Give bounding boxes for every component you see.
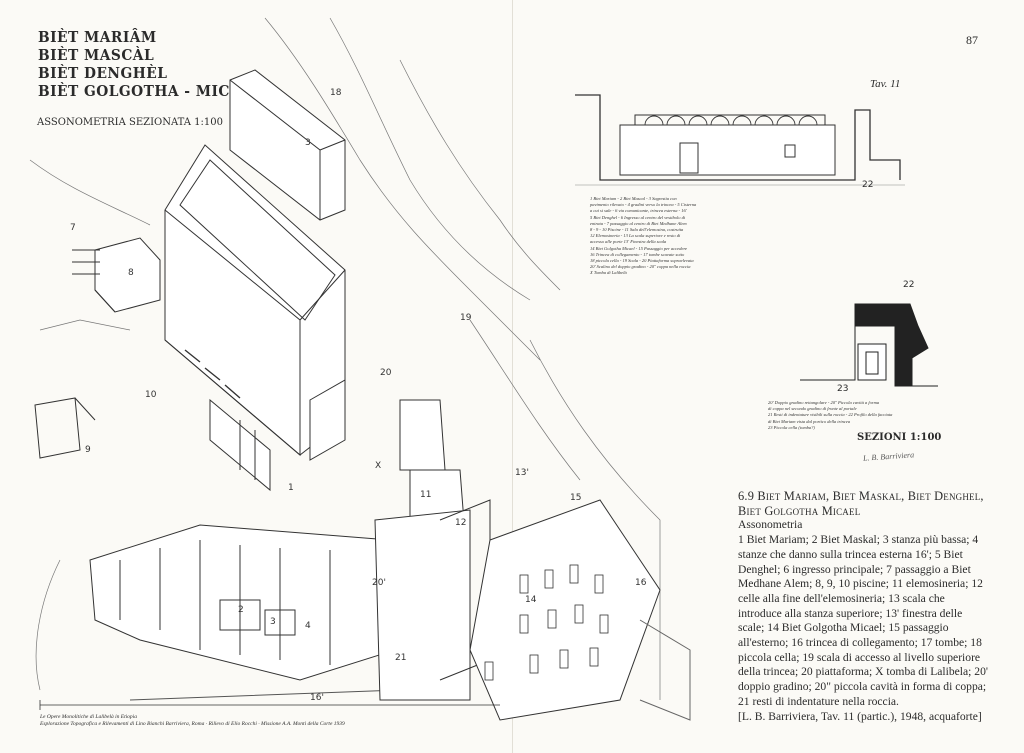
section-23 [800,303,938,387]
plate-label: 20 [380,368,392,378]
elevation-section-22 [575,94,905,186]
legend-line: 18 piccola cella - 19 Scala - 20 Piattaf… [590,258,694,264]
plate-title-line: BIÈT MARIÂM [38,28,157,46]
plate-title-line: BIÈT GOLGOTHA - MICAÈL [38,82,263,100]
biet-mariam-block [164,144,346,492]
plate-label: 4 [305,621,311,631]
caption-title: Biet Mariam, Biet Maskal, Biet Denghel, … [738,489,984,518]
rock-contours [29,17,661,700]
legend-line: 12 Elemosineria - 13 La scala superiore … [590,233,681,239]
plate-label: X [375,461,381,471]
legend-line: 20' Doppio gradino rettangolare - 20" Pi… [768,400,880,405]
plate-label: 1 [288,483,294,493]
plate-labels: 3 1 2 3 4 8 9 10 7 11 12 13' 14 15 16 16… [70,88,647,703]
plate-label: 20' [372,578,386,588]
plate-label: 16' [310,693,324,703]
left-outbuilding [34,397,96,459]
golgotha-complex [374,399,691,721]
section-number: 22 [862,180,874,190]
legend-line: pavimento rilevato - 4 gradini verso la … [590,202,697,208]
plate-label: 15 [570,493,581,503]
biet-maskal-block [229,69,346,221]
plate-label: 3 [305,138,311,148]
caption-heading: 6.9 Biet Mariam, Biet Maskal, Biet Dengh… [738,489,990,518]
plate-label: 16 [635,578,647,588]
figure-caption: 6.9 Biet Mariam, Biet Maskal, Biet Dengh… [738,489,990,724]
side-chapel-block [72,237,161,313]
plate-credit-line: Esplorazione Topografica e Rilevamenti d… [40,721,345,727]
caption-body: 1 Biet Mariam; 2 Biet Maskal; 3 stanza p… [738,533,988,708]
caption-number: 6.9 [738,489,755,503]
plate-label: 13' [515,468,529,478]
plate-label: 7 [70,223,76,233]
legend-line: 16 Trincea di collegamento - 17 tombe sc… [590,251,685,257]
plate-credit-line: Le Opere Monolitiche di Lalibelà in Etio… [40,714,137,720]
legend-line: di coppa nel secondo gradino di fronte a… [768,406,857,412]
legend-line: a cui si sale - 6 via comunicante, trinc… [590,208,687,214]
plate-label: 18 [330,88,342,98]
section-number: 23 [837,384,849,394]
tav-label: Tav. 11 [870,78,901,90]
handwritten-legend: 1 Biet Mariam - 2 Biet Mascal - 3 Sagres… [590,196,696,277]
plate-label: 12 [455,518,466,528]
legend-line: 21 Resti di indentature visibili sulla r… [768,412,893,418]
caption-subheading: Assonometria [738,518,803,532]
handwritten-legend-2: 20' Doppio gradino rettangolare - 20" Pi… [768,400,892,431]
legend-line: 23 Piccola cella (tomba?) [768,424,815,430]
plate-label: 14 [525,595,537,605]
lower-complex [89,524,431,701]
legend-line: 5 Biet Denghel - 6 Ingresso al centro de… [590,214,686,220]
caption-source: [L. B. Barriviera, Tav. 11 (partic.), 19… [738,709,982,723]
plate-label: 11 [420,490,431,500]
plate-label: 21 [395,653,406,663]
plate-label: 3 [270,617,276,627]
plate-title-line: BIÈT MASCÀL [38,46,155,64]
section-number: 22 [903,280,915,290]
legend-line: 14 Biet Golgotha Micael - 15 Passaggio p… [590,245,688,251]
plate-label: 2 [238,605,244,615]
plate-label: 10 [145,390,157,400]
legend-line: entrata - 7 passaggio al centro di Biet … [590,220,687,226]
legend-line: 8 - 9 - 10 Piscine - 11 Sala dell'elemos… [590,227,684,233]
plate-title-line: BIÈT DENGHÈL [38,64,168,82]
scale-bar [39,700,500,710]
page-number: 87 [966,33,978,47]
legend-line: 20' Scalino del doppio gradino - 20" cop… [590,264,691,270]
legend-line: X Tomba di Lalibelà [590,270,627,276]
plate-label: 8 [128,268,134,278]
plate-label: 9 [85,445,91,455]
sections-scale-label: SEZIONI 1:100 [857,432,942,443]
plate-subtitle: ASSONOMETRIA SEZIONATA 1:100 [37,117,223,128]
legend-line: accesso alle porte 13' Finestra della sc… [590,239,667,245]
plate-title: BIÈT MARIÂM BIÈT MASCÀL BIÈT DENGHÈL BIÈ… [38,28,262,100]
plate-credit: Le Opere Monolitiche di Lalibelà in Etio… [40,714,345,728]
legend-line: 1 Biet Mariam - 2 Biet Mascal - 3 Sagres… [590,196,677,201]
legend-line: di Biet Mariam vista dal portico della t… [768,418,851,424]
plate-label: 19 [460,313,472,323]
book-gutter [512,0,513,753]
